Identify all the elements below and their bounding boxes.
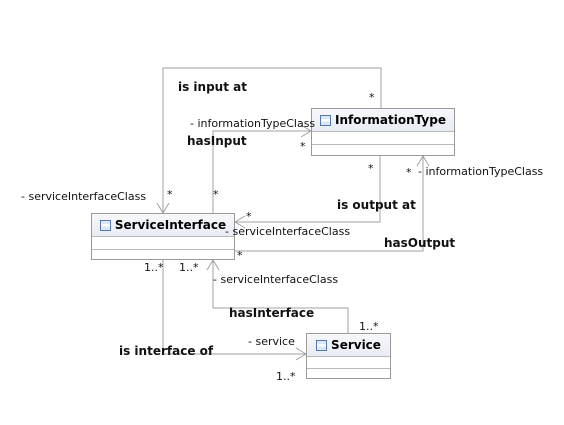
multiplicity: *	[237, 249, 243, 262]
assoc-has-interface	[212, 260, 349, 333]
operations-compartment	[307, 369, 390, 380]
multiplicity: 1..*	[276, 370, 296, 383]
uml-class-icon	[320, 114, 332, 126]
multiplicity: 1..*	[179, 261, 199, 274]
class-header: InformationType	[312, 109, 454, 132]
class-header: Service	[307, 334, 390, 357]
class-service[interactable]: Service	[306, 333, 391, 379]
label-has-input: hasInput	[187, 134, 247, 148]
role-service: - service	[248, 335, 295, 348]
arrowhead-is-output-at	[234, 215, 246, 229]
multiplicity: *	[300, 140, 306, 153]
label-is-output-at: is output at	[337, 198, 416, 212]
role-service-interface-class: - serviceInterfaceClass	[213, 273, 339, 286]
assoc-has-output	[235, 156, 424, 252]
uml-class-icon	[316, 339, 328, 351]
label-is-input-at: is input at	[178, 80, 247, 94]
label-has-output: hasOutput	[384, 236, 456, 250]
operations-compartment	[312, 145, 454, 157]
multiplicity: *	[167, 188, 173, 201]
assoc-has-input	[212, 130, 311, 213]
multiplicity: *	[368, 162, 374, 175]
label-is-interface-of: is interface of	[119, 344, 214, 358]
class-name: ServiceInterface	[114, 218, 227, 232]
attributes-compartment	[312, 132, 454, 145]
multiplicity: *	[213, 188, 219, 201]
assoc-is-input-at	[162, 67, 382, 213]
class-header: ServiceInterface	[92, 214, 234, 237]
multiplicity: *	[406, 166, 412, 179]
attributes-compartment	[92, 237, 234, 250]
arrowhead-has-output	[416, 155, 430, 167]
multiplicity: *	[246, 210, 252, 223]
attributes-compartment	[307, 357, 390, 369]
class-name: Service	[331, 338, 381, 352]
role-service-interface-class: - serviceInterfaceClass	[21, 190, 147, 203]
multiplicity: *	[369, 91, 375, 104]
multiplicity: 1..*	[359, 320, 379, 333]
multiplicity: 1..*	[144, 261, 164, 274]
assoc-is-output-at	[235, 156, 381, 223]
operations-compartment	[92, 250, 234, 261]
assoc-is-interface-of	[162, 260, 306, 355]
uml-class-icon	[99, 219, 111, 231]
role-service-interface-class: - serviceInterfaceClass	[225, 225, 351, 238]
class-information-type[interactable]: InformationType	[311, 108, 455, 156]
role-information-type-class: - informationTypeClass	[418, 165, 544, 178]
arrowhead-has-interface	[206, 259, 220, 271]
class-service-interface[interactable]: ServiceInterface	[91, 213, 235, 260]
label-has-interface: hasInterface	[229, 306, 315, 320]
class-name: InformationType	[335, 113, 446, 127]
role-information-type-class: - informationTypeClass	[190, 117, 316, 130]
